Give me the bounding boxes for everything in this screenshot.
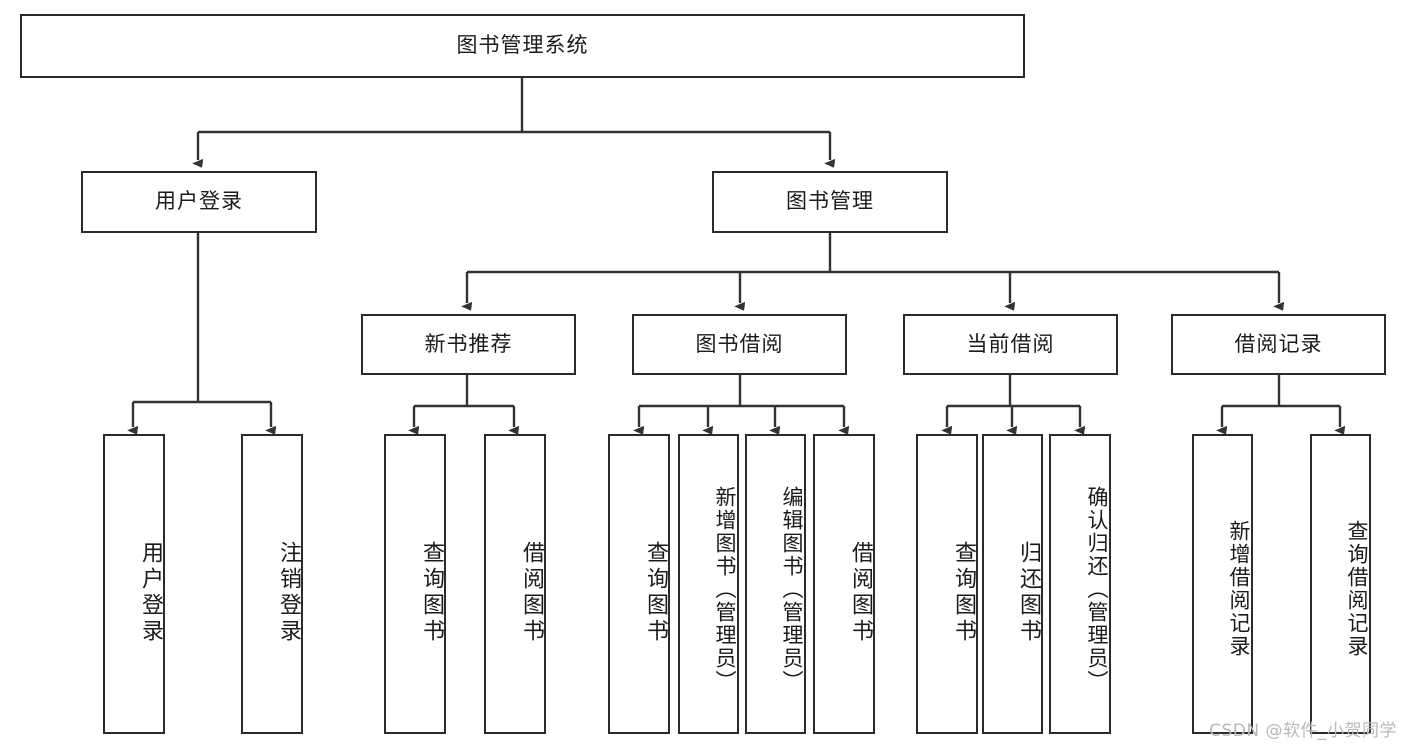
csdn-watermark: CSDN @软件_小贺同学 xyxy=(1209,721,1397,741)
node-leaf-borrow-book-1[interactable]: 借阅图书 xyxy=(484,434,546,734)
node-user-login[interactable]: 用户登录 xyxy=(81,171,317,233)
node-leaf-query-book-2[interactable]: 查询图书 xyxy=(608,434,670,734)
node-leaf-return-book[interactable]: 归还图书 xyxy=(982,434,1043,734)
node-leaf-user-login[interactable]: 用户登录 xyxy=(103,434,165,734)
node-leaf-edit-book[interactable]: 编辑图书（管理员） xyxy=(745,434,806,734)
node-label: 注销登录 xyxy=(276,541,301,645)
node-label: 用户登录 xyxy=(138,541,163,645)
node-label: 新书推荐 xyxy=(424,331,513,356)
node-leaf-query-book-3[interactable]: 查询图书 xyxy=(916,434,978,734)
node-label: 图书管理系统 xyxy=(456,33,589,58)
node-label: 新增图书（管理员） xyxy=(713,485,737,693)
node-new-book-recommend[interactable]: 新书推荐 xyxy=(361,314,576,375)
node-label: 查询借阅记录 xyxy=(1345,520,1369,658)
node-label: 当前借阅 xyxy=(966,331,1055,356)
node-leaf-add-borrow-record[interactable]: 新增借阅记录 xyxy=(1192,434,1253,734)
node-leaf-query-book-1[interactable]: 查询图书 xyxy=(384,434,446,734)
node-label: 编辑图书（管理员） xyxy=(780,485,804,693)
node-current-borrow[interactable]: 当前借阅 xyxy=(903,314,1118,375)
node-label: 归还图书 xyxy=(1016,541,1041,645)
node-leaf-query-borrow-record[interactable]: 查询借阅记录 xyxy=(1310,434,1371,734)
node-label: 查询图书 xyxy=(419,541,444,645)
node-book-borrow[interactable]: 图书借阅 xyxy=(632,314,847,375)
node-label: 借阅记录 xyxy=(1234,331,1323,356)
node-leaf-add-book[interactable]: 新增图书（管理员） xyxy=(678,434,739,734)
node-label: 确认归还（管理员） xyxy=(1085,485,1109,693)
node-label: 查询图书 xyxy=(951,541,976,645)
node-borrow-record[interactable]: 借阅记录 xyxy=(1171,314,1386,375)
node-label: 图书管理 xyxy=(786,189,874,214)
node-label: 借阅图书 xyxy=(519,541,544,645)
node-label: 图书借阅 xyxy=(695,331,784,356)
node-root-book-management-system[interactable]: 图书管理系统 xyxy=(20,14,1025,78)
node-label: 查询图书 xyxy=(643,541,668,645)
node-leaf-logout-login[interactable]: 注销登录 xyxy=(241,434,303,734)
node-leaf-borrow-book-2[interactable]: 借阅图书 xyxy=(813,434,875,734)
node-label: 新增借阅记录 xyxy=(1227,520,1251,658)
node-label: 用户登录 xyxy=(155,189,243,214)
node-label: 借阅图书 xyxy=(848,541,873,645)
node-book-management[interactable]: 图书管理 xyxy=(712,171,948,233)
node-leaf-confirm-return[interactable]: 确认归还（管理员） xyxy=(1049,434,1111,734)
